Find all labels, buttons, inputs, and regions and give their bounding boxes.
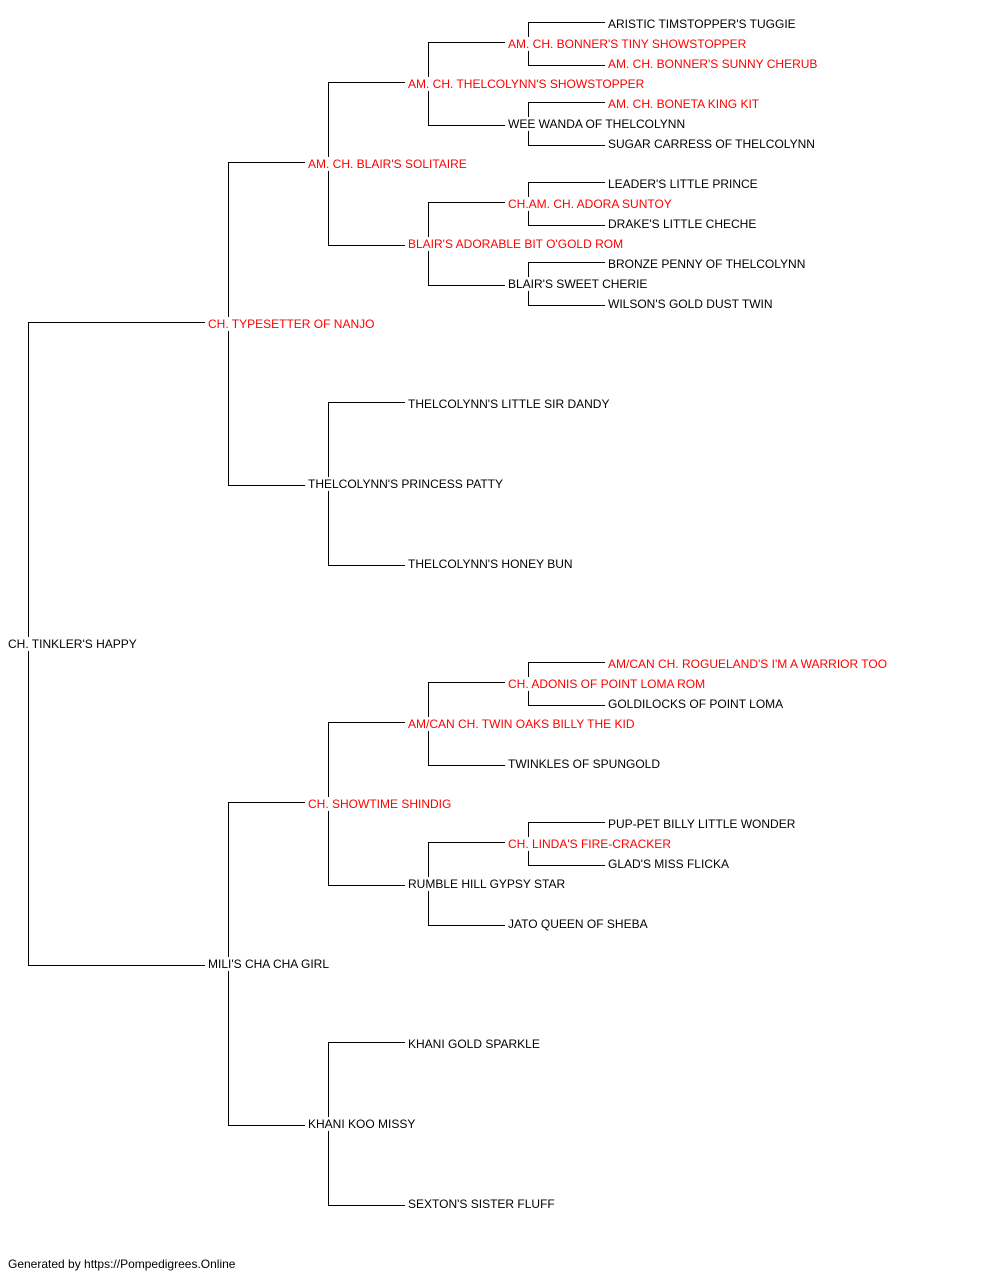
dog-dd-dam: SEXTON'S SISTER FLUFF: [408, 1197, 555, 1211]
dog-dsds-dam: GLAD'S MISS FLICKA: [608, 857, 729, 871]
dog-ssdd-dam: WILSON'S GOLD DUST TWIN: [608, 297, 773, 311]
dog-dss-sire: CH. ADONIS OF POINT LOMA ROM: [508, 677, 706, 691]
dog-ssd-dam: BLAIR'S SWEET CHERIE: [508, 277, 648, 291]
dog-sssd-dam: SUGAR CARRESS OF THELCOLYNN: [608, 137, 815, 151]
dog-ssd-sire: CH.AM. CH. ADORA SUNTOY: [508, 197, 672, 211]
dog-dsss-sire: AM/CAN CH. ROGUELAND'S I'M A WARRIOR TOO: [608, 657, 888, 671]
dog-ss-dam: BLAIR'S ADORABLE BIT O'GOLD ROM: [408, 237, 624, 251]
dog-sss-sire: AM. CH. BONNER'S TINY SHOWSTOPPER: [508, 37, 747, 51]
dog-ssds-dam: DRAKE'S LITTLE CHECHE: [608, 217, 757, 231]
dog-dss-dam: TWINKLES OF SPUNGOLD: [508, 757, 661, 771]
dog-sd-dam: THELCOLYNN'S HONEY BUN: [408, 557, 573, 571]
dog-dsd-dam: JATO QUEEN OF SHEBA: [508, 917, 648, 931]
dog-dam-dam: KHANI KOO MISSY: [308, 1117, 416, 1131]
dog-sss-dam: WEE WANDA OF THELCOLYNN: [508, 117, 686, 131]
dog-ssds-sire: LEADER'S LITTLE PRINCE: [608, 177, 758, 191]
dog-sire-dam: THELCOLYNN'S PRINCESS PATTY: [308, 477, 503, 491]
dog-ss-sire: AM. CH. THELCOLYNN'S SHOWSTOPPER: [408, 77, 645, 91]
dog-ds-sire: AM/CAN CH. TWIN OAKS BILLY THE KID: [408, 717, 635, 731]
generated-by-footer: Generated by https://Pompedigrees.Online: [8, 1257, 236, 1271]
dog-ssss-dam: AM. CH. BONNER'S SUNNY CHERUB: [608, 57, 818, 71]
dog-sire-sire: AM. CH. BLAIR'S SOLITAIRE: [308, 157, 467, 171]
dog-dsd-sire: CH. LINDA'S FIRE-CRACKER: [508, 837, 671, 851]
dog-sssd-sire: AM. CH. BONETA KING KIT: [608, 97, 760, 111]
dog-ssdd-sire: BRONZE PENNY OF THELCOLYNN: [608, 257, 806, 271]
dog-sd-sire: THELCOLYNN'S LITTLE SIR DANDY: [408, 397, 610, 411]
dog-sire: CH. TYPESETTER OF NANJO: [208, 317, 375, 331]
dog-ssss-sire: ARISTIC TIMSTOPPER'S TUGGIE: [608, 17, 796, 31]
dog-dd-sire: KHANI GOLD SPARKLE: [408, 1037, 540, 1051]
dog-dam: MILI'S CHA CHA GIRL: [208, 957, 329, 971]
dog-dsds-sire: PUP-PET BILLY LITTLE WONDER: [608, 817, 796, 831]
dog-root: CH. TINKLER'S HAPPY: [8, 637, 137, 651]
dog-dam-sire: CH. SHOWTIME SHINDIG: [308, 797, 452, 811]
dog-dsss-dam: GOLDILOCKS OF POINT LOMA: [608, 697, 784, 711]
dog-ds-dam: RUMBLE HILL GYPSY STAR: [408, 877, 566, 891]
